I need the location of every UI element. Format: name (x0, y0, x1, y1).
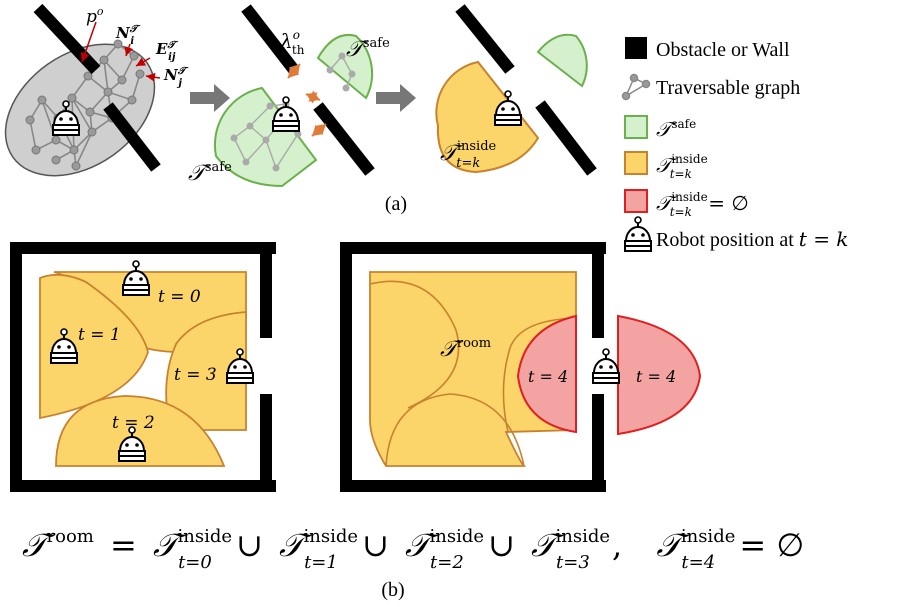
robot-icon (272, 96, 300, 132)
time-label-t4-outside: t = 4 (636, 367, 676, 386)
caption-a: (a) (385, 193, 407, 215)
robot-icon (122, 260, 150, 296)
robot-icon (592, 348, 620, 384)
inside-region (435, 60, 540, 174)
legend-safe-label: 𝒯safe (656, 117, 696, 141)
robot-icon (624, 216, 652, 252)
arrow-right-icon (190, 84, 230, 112)
empty-region-outside (617, 314, 702, 436)
label-p-o: po (86, 5, 104, 27)
legend-robot-label: Robot position at t = k (656, 227, 848, 251)
legend-safe-swatch (624, 115, 648, 139)
obstacle-wall (103, 102, 161, 172)
obstacle-wall (455, 4, 515, 74)
inside-region-t2 (55, 395, 226, 467)
obstacle-wall (241, 4, 299, 74)
panel-b: t = 0 t = 1 t = 2 t = 3 𝒯room t = 4 t = … (10, 242, 804, 601)
time-label-t4-inside: t = 4 (528, 367, 568, 386)
safe-region-top (316, 34, 374, 100)
time-label-t3: t = 3 (174, 365, 217, 385)
obstacle-wall (535, 100, 597, 176)
time-label-t0: t = 0 (158, 287, 201, 307)
legend: Obstacle or Wall Traversable graph 𝒯safe… (621, 37, 848, 252)
traversable-graph-region (4, 39, 156, 177)
arrow-right-icon (376, 84, 416, 112)
legend-empty-swatch (624, 189, 648, 213)
legend-inside-swatch (624, 151, 648, 175)
safe-region-top-remaining (536, 33, 588, 88)
room-left: t = 0 t = 1 t = 2 t = 3 (10, 242, 276, 492)
time-label-t2: t = 2 (112, 413, 155, 433)
legend-obstacle-label: Obstacle or Wall (656, 39, 790, 61)
obstacle-wall (313, 102, 375, 176)
graph-icon (621, 73, 651, 101)
legend-obstacle-swatch (625, 37, 647, 59)
empty-region-inside (516, 314, 577, 434)
time-label-t1: t = 1 (78, 325, 121, 345)
caption-b: (b) (381, 579, 404, 601)
legend-graph-label: Traversable graph (656, 77, 800, 99)
label-T-safe-bottom: 𝒯safe (188, 160, 232, 186)
room-right: 𝒯room t = 4 t = 4 (340, 242, 702, 492)
